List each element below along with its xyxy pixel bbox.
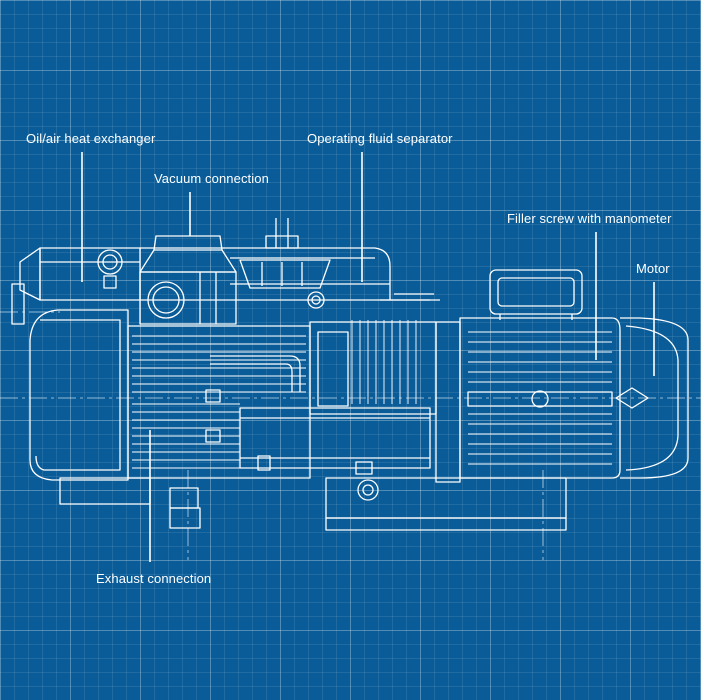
center-lines (0, 311, 701, 560)
label-filler-screw: Filler screw with manometer (507, 211, 672, 226)
fluid-separator (140, 218, 440, 309)
label-motor: Motor (636, 261, 670, 276)
vacuum-connection (139, 235, 237, 325)
label-oil-air-heat-exchanger: Oil/air heat exchanger (26, 131, 156, 146)
cooling-fins (132, 335, 306, 469)
label-exhaust-connection: Exhaust connection (96, 571, 212, 586)
motor-drawing (435, 269, 689, 483)
label-vacuum-connection: Vacuum connection (154, 171, 269, 186)
heat-exchanger (11, 247, 141, 325)
label-operating-fluid-separator: Operating fluid separator (307, 131, 453, 146)
pump-body (29, 309, 431, 481)
leader-lines (81, 152, 655, 562)
base-frame (59, 477, 567, 531)
coupling-housing (309, 293, 437, 415)
